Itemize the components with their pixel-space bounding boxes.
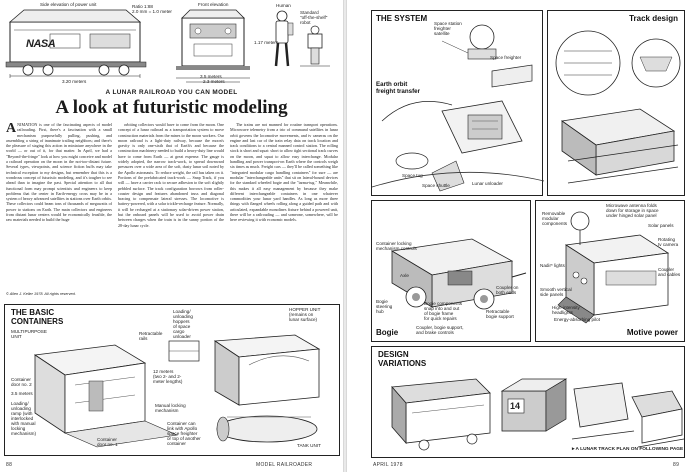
human-label: Human xyxy=(276,3,291,8)
energy-pilot-label: Energy-absorbing pilot xyxy=(554,317,600,322)
hopper-unit-label: HOPPER UNIT (remains on lunar surface) xyxy=(289,307,321,322)
motive-power-box: Removable modular components Microwave a… xyxy=(535,200,685,342)
column-3-text: The trains are not manned for routine tr… xyxy=(230,122,338,223)
right-folio-date: APRIL 1978 xyxy=(373,462,403,468)
space-station-label: Space station freighter satellite xyxy=(434,21,462,36)
track-design-box: Track design xyxy=(547,10,685,196)
width-inner-dimension: 2.3 meters xyxy=(203,79,225,84)
smooth-panels-label: Smooth vertical side panels xyxy=(540,287,572,297)
track-design-title: Track design xyxy=(629,14,678,23)
microwave-antenna-label: Microwave antenna folds down for storage… xyxy=(606,203,659,218)
track-plan-caption: ▸ A LUNAR TRACK PLAN ON FOLLOWING PAGE xyxy=(572,447,684,452)
bogie-box: Container locking mechanism controls Axl… xyxy=(371,200,531,342)
nasa-logo: NASA xyxy=(26,38,56,50)
headlights-label: High-intensity headlights xyxy=(552,305,580,315)
twelve-meters-label: 12 meters (two 2- and 2- meter lengths) xyxy=(153,369,183,384)
earth-orbit-title: Earth orbit freight transfer xyxy=(376,81,421,95)
left-folio-page: 88 xyxy=(6,462,13,468)
retractable-support-label: Retractable bogie support xyxy=(486,309,514,319)
height-dimension: 1.17 meters xyxy=(254,40,279,45)
design-variations-title: DESIGN VARIATIONS xyxy=(378,350,427,368)
tank-unit-label: TANK UNIT xyxy=(297,443,321,448)
removable-components-label: Removable modular components xyxy=(542,211,568,226)
container-link-label: Container can link with Apollo space fre… xyxy=(167,421,201,446)
axle-label: Axle xyxy=(400,273,409,278)
article-headline: A look at futuristic modeling xyxy=(55,97,288,118)
bogie-title: Bogie xyxy=(376,327,399,337)
side-elevation-label: Side elevation of power unit xyxy=(40,2,97,7)
retractable-rails-label: Retractable rails xyxy=(139,331,163,341)
front-elevation-label: Front elevation xyxy=(198,2,229,7)
lunar-unloader-label: Lunar unloader xyxy=(472,181,503,186)
right-page: THE SYSTEM Space station freighter satel… xyxy=(347,0,690,472)
article-column-3: The trains are not manned for routine tr… xyxy=(230,122,338,300)
loading-ramp-label: Loading/ unloading ramp (with interlocke… xyxy=(11,401,37,436)
nadir-lights-label: Nadir* lights xyxy=(540,263,565,268)
column-2-text: orbiting collectors would have to come f… xyxy=(118,122,224,228)
system-illustration xyxy=(371,24,545,192)
space-freighter-label: Space freighter xyxy=(490,55,522,60)
multipurpose-label: MULTIPURPOSE UNIT xyxy=(11,329,47,339)
rotating-camera-label: Rotating tv camera xyxy=(658,237,679,247)
track-illustration xyxy=(555,30,681,184)
manual-locking-label: Manual locking mechanism xyxy=(155,403,186,413)
header-diagram: Side elevation of power unit Ratio 1:88 … xyxy=(0,0,343,86)
system-box: THE SYSTEM Space station freighter satel… xyxy=(371,10,545,196)
design-variations-box: DESIGN VARIATIONS 14 ▸ A LUNAR TRACK PLA… xyxy=(371,346,685,458)
drop-cap: A xyxy=(6,122,17,136)
length-dimension: 3.20 meters xyxy=(62,79,87,84)
coupler-each-label: Coupler on both ends xyxy=(496,285,519,295)
bogie-components-label: Bogie components snap into and out of bo… xyxy=(424,301,463,321)
elevation-drawings xyxy=(5,9,330,83)
article-column-2: orbiting collectors would have to come f… xyxy=(118,122,224,300)
solar-panels-label: Solar panels xyxy=(648,223,674,228)
container-lock-label: Container locking mechanism controls xyxy=(376,241,417,251)
bogie-hub-label: Bogie steering hub xyxy=(376,299,393,314)
left-folio-magazine: MODEL RAILROADER xyxy=(256,462,313,468)
coupler-brake-label: Coupler, bogie support, and brake contro… xyxy=(416,325,464,335)
article-kicker: A LUNAR RAILROAD YOU CAN MODEL xyxy=(105,89,238,96)
right-folio-page: 89 xyxy=(673,462,680,468)
container-door-2-label: Container door no. 2 xyxy=(11,377,32,387)
robot-label: Standard "off-the-shelf" robot xyxy=(300,10,328,25)
width-outer-dimension: 3.5 meters xyxy=(200,74,222,79)
variations-illustration xyxy=(391,378,685,451)
page-gutter xyxy=(343,0,347,472)
left-page: Side elevation of power unit Ratio 1:88 … xyxy=(0,0,343,472)
ratio-label: Ratio 1:88 2.0 mm = 1.0 meter xyxy=(132,4,172,14)
containers-title: THE BASIC CONTAINERS xyxy=(11,308,64,326)
containers-illustration xyxy=(33,334,321,448)
number-14-marking: 14 xyxy=(510,401,521,411)
length-label: 3.5 meters xyxy=(11,391,33,396)
loading-hatch-label: Loading/ unloading hoppers of space carg… xyxy=(173,309,193,339)
motive-power-title: Motive power xyxy=(626,327,678,337)
space-shuttle-label: Space shuttle xyxy=(422,183,450,188)
column-1-text: NIMATION is one of the fascinating aspec… xyxy=(6,122,112,223)
locomotive-illustration xyxy=(557,211,670,324)
basic-containers-box: THE BASIC CONTAINERS MULTIPURPOSE UNIT R… xyxy=(4,304,340,456)
system-title: THE SYSTEM xyxy=(376,14,428,23)
bogie-illustration xyxy=(390,238,527,310)
copyright-credit: © Allen J. Keller 1978. All rights reser… xyxy=(6,292,76,296)
container-door-1-label: Container door no. 1 xyxy=(97,437,118,447)
coupler-cables-label: Coupler and cables xyxy=(658,267,681,277)
space-tug-label: Space tug xyxy=(402,173,423,178)
